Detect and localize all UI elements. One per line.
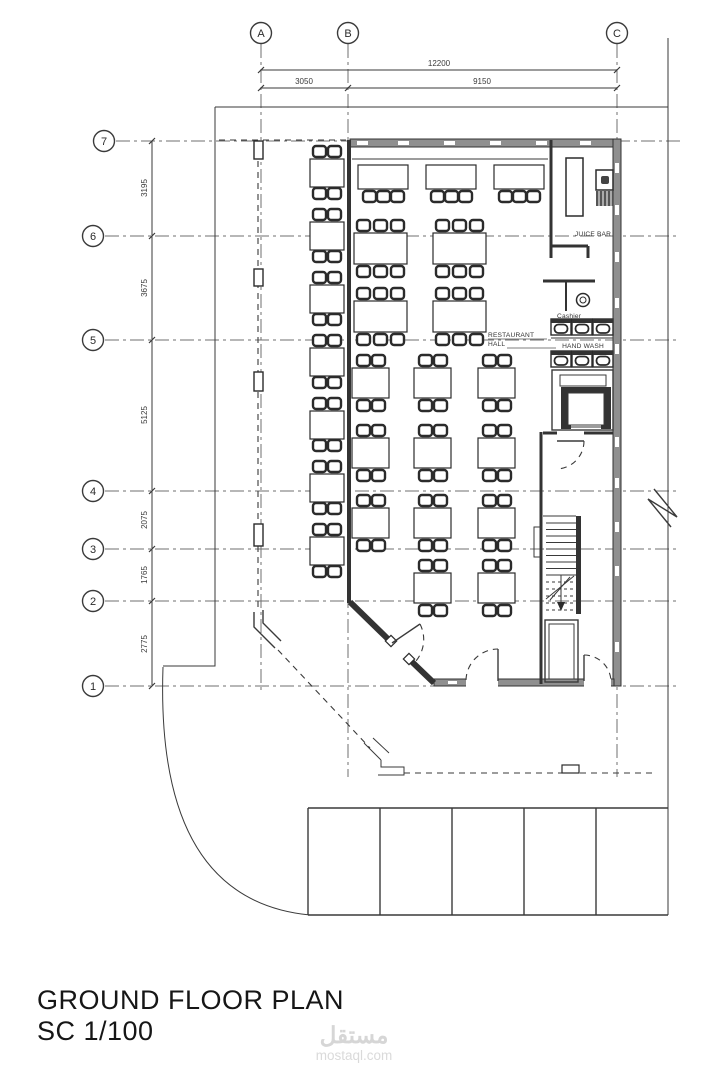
structural-grid bbox=[105, 44, 680, 777]
entrance-door-leaf bbox=[391, 623, 421, 644]
grid-bubble-5-label: 5 bbox=[90, 335, 96, 347]
hall-label: RESTAURANT HALL bbox=[488, 332, 556, 349]
hand-wash-label: HAND WASH bbox=[562, 343, 604, 350]
elevator bbox=[551, 369, 614, 431]
driveway-arc bbox=[162, 666, 311, 916]
grid-bubble-2-label: 2 bbox=[90, 596, 96, 608]
drawing-title-line1: GROUND FLOOR PLAN bbox=[37, 985, 345, 1015]
grid-bubble-5 bbox=[81, 328, 105, 352]
dim-overall-width: 12200 bbox=[428, 59, 451, 68]
site-boundary bbox=[162, 38, 678, 916]
drawing-title: GROUND FLOOR PLAN SC 1/100 bbox=[37, 985, 344, 1047]
wall-end-detail bbox=[253, 610, 282, 649]
juice-bar-label: JUICE BAR bbox=[575, 231, 611, 238]
grid-bubble-1-label: 1 bbox=[90, 681, 96, 693]
break-mark bbox=[647, 488, 678, 528]
service-zone: JUICE BAR Cashier HAND WASH bbox=[533, 140, 614, 684]
parking-stalls bbox=[307, 807, 668, 916]
grid-bubble-3 bbox=[81, 537, 105, 561]
grid-bubble-6-label: 6 bbox=[90, 231, 96, 243]
grid-bubble-c bbox=[605, 21, 629, 45]
grid-bubble-4 bbox=[81, 479, 105, 503]
restaurant-hall-label-line1: RESTAURANT bbox=[488, 332, 534, 339]
entrance-step bbox=[363, 737, 405, 776]
grid-bubble-1 bbox=[81, 674, 105, 698]
dim-bay-ab: 3050 bbox=[295, 77, 313, 86]
grid-bubble-7-label: 7 bbox=[101, 136, 107, 148]
dim-bay-2-1: 2775 bbox=[140, 635, 149, 653]
watermark-domain: mostaql.com bbox=[315, 1048, 393, 1063]
dim-bay-7-6: 3195 bbox=[140, 179, 149, 197]
grid-bubble-b bbox=[336, 21, 360, 45]
dim-bay-5-4: 5125 bbox=[140, 406, 149, 424]
grid-bubble-4-label: 4 bbox=[90, 486, 96, 498]
grid-bubble-2 bbox=[81, 589, 105, 613]
cashier-label: Cashier bbox=[557, 313, 582, 320]
watermark-arabic: مستقل bbox=[319, 1022, 389, 1048]
restaurant-hall-label-line2: HALL bbox=[488, 341, 505, 348]
watermark: مستقل mostaql.com bbox=[306, 1022, 402, 1063]
dimension-lines: 12200 3050 9150 3195 3675 5125 2075 1765… bbox=[140, 59, 621, 690]
grid-bubble-6 bbox=[81, 224, 105, 248]
dim-bay-6-5: 3675 bbox=[140, 279, 149, 297]
grid-bubble-7 bbox=[92, 129, 116, 153]
dim-bay-bc: 9150 bbox=[473, 77, 491, 86]
dim-bay-4-3: 2075 bbox=[140, 511, 149, 529]
juice-bar-counter bbox=[565, 157, 584, 217]
entrance-diagonal-wall bbox=[347, 599, 437, 686]
grid-bubble-a bbox=[249, 21, 273, 45]
building-walls bbox=[347, 138, 622, 687]
grid-bubble-b-label: B bbox=[344, 28, 351, 40]
grid-bubble-3-label: 3 bbox=[90, 544, 96, 556]
drawing-scale: SC 1/100 bbox=[37, 1016, 154, 1046]
grid-bubble-a-label: A bbox=[257, 28, 265, 40]
grid-bubble-c-label: C bbox=[613, 28, 621, 40]
dim-bay-3-2: 1765 bbox=[140, 566, 149, 584]
stair-direction-arrow bbox=[557, 602, 565, 611]
grid-bubbles: A B C 7 6 5 4 3 2 1 bbox=[81, 21, 629, 698]
staircase bbox=[533, 515, 581, 614]
restaurant-furniture bbox=[310, 146, 544, 616]
